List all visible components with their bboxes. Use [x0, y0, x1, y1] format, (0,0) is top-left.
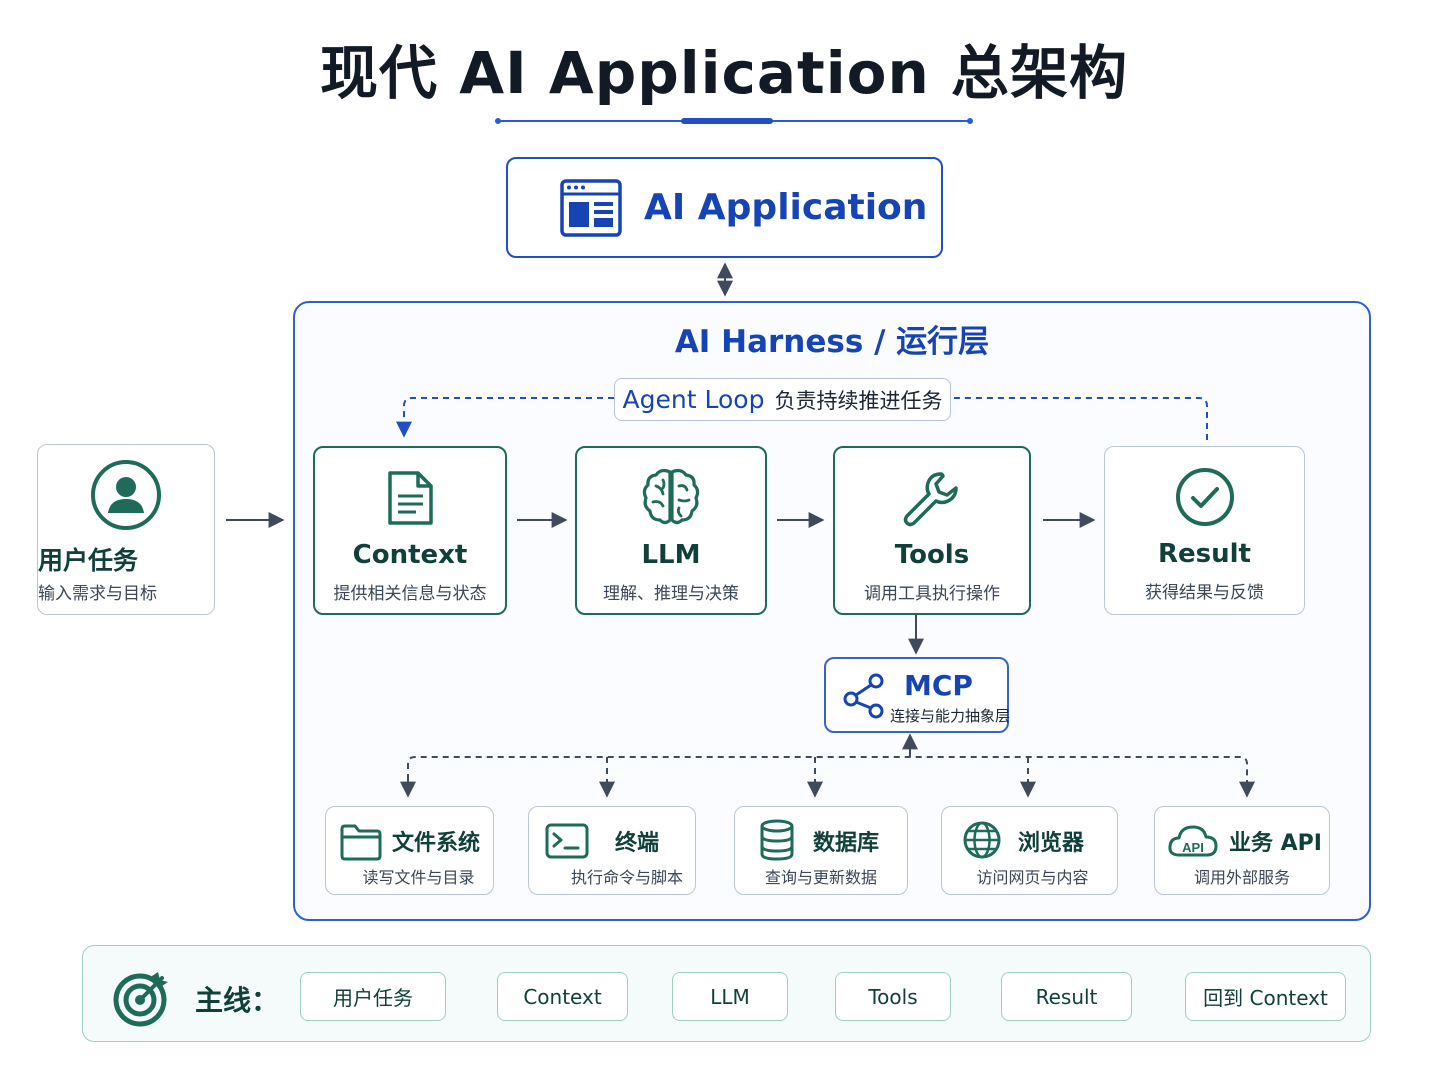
context-title: Context — [352, 540, 468, 570]
mcp-title: MCP — [904, 669, 973, 702]
ai-harness-title: AI Harness / 运行层 — [674, 324, 990, 360]
tool-terminal: 终端 执行命令与脚本 — [528, 806, 696, 895]
ai-application-box: AI Application — [506, 157, 943, 258]
mainline-step: 回到 Context — [1185, 972, 1346, 1021]
user-icon — [91, 460, 161, 530]
result-title: Result — [1158, 539, 1251, 569]
tool-terminal-subtitle: 执行命令与脚本 — [570, 868, 683, 887]
agent-loop-title: Agent Loop — [622, 385, 765, 414]
tool-database-subtitle: 查询与更新数据 — [764, 868, 877, 887]
mainline-step: Context — [497, 972, 628, 1021]
ai-application-title: AI Application — [644, 187, 928, 228]
tools-title: Tools — [894, 540, 970, 570]
llm-node: LLM 理解、推理与决策 — [575, 446, 767, 615]
llm-title: LLM — [641, 540, 701, 570]
context-subtitle: 提供相关信息与状态 — [333, 584, 487, 604]
tool-business-api-title: 业务 API — [1229, 831, 1322, 856]
tool-database: 数据库 查询与更新数据 — [734, 806, 908, 895]
mainline-step: LLM — [672, 972, 788, 1021]
agent-loop-path — [404, 397, 1208, 440]
mcp-subtitle: 连接与能力抽象层 — [890, 707, 1011, 725]
wrench-icon — [903, 472, 958, 527]
cloud-api-icon-text: API — [1182, 840, 1204, 855]
user-task-node: 用户任务 输入需求与目标 — [37, 444, 215, 615]
target-icon — [113, 972, 168, 1027]
title-underline — [495, 118, 973, 124]
tool-database-title: 数据库 — [813, 831, 880, 856]
mainline-step: 用户任务 — [300, 972, 446, 1021]
tool-filesystem-title: 文件系统 — [392, 831, 481, 856]
tool-filesystem-subtitle: 读写文件与目录 — [362, 868, 475, 887]
tool-business-api: API 业务 API 调用外部服务 — [1154, 806, 1330, 895]
mcp-tool-bus — [407, 756, 1248, 791]
mainline-step: Result — [1001, 972, 1132, 1021]
llm-subtitle: 理解、推理与决策 — [603, 584, 739, 604]
database-icon — [760, 819, 794, 861]
agent-loop-desc: 负责持续推进任务 — [774, 388, 943, 413]
tool-filesystem: 文件系统 读写文件与目录 — [325, 806, 494, 895]
page-title: 现代 AI Application 总架构 — [320, 39, 1128, 107]
tools-subtitle: 调用工具执行操作 — [864, 584, 1000, 604]
terminal-icon — [545, 823, 589, 859]
folder-icon — [340, 824, 382, 861]
tool-browser: 浏览器 访问网页与内容 — [941, 806, 1118, 895]
result-node: Result 获得结果与反馈 — [1104, 446, 1305, 615]
user-task-subtitle: 输入需求与目标 — [38, 584, 157, 604]
cloud-api-icon: API — [1168, 825, 1218, 857]
globe-icon — [963, 821, 1001, 859]
tools-node: Tools 调用工具执行操作 — [833, 446, 1031, 615]
tool-browser-title: 浏览器 — [1018, 831, 1085, 856]
share-icon — [843, 673, 884, 719]
agent-loop-label: Agent Loop 负责持续推进任务 — [614, 378, 951, 421]
brain-icon — [642, 468, 700, 525]
mainline-step: Tools — [835, 972, 951, 1021]
tool-terminal-title: 终端 — [615, 831, 660, 856]
tool-browser-subtitle: 访问网页与内容 — [976, 868, 1089, 887]
user-task-title: 用户任务 — [38, 546, 139, 575]
mainline-label: 主线： — [195, 984, 280, 1017]
tool-business-api-subtitle: 调用外部服务 — [1193, 868, 1290, 887]
check-circle-icon — [1175, 468, 1234, 526]
result-subtitle: 获得结果与反馈 — [1145, 583, 1264, 603]
document-icon — [388, 471, 433, 525]
mcp-node: MCP 连接与能力抽象层 — [824, 657, 1011, 733]
app-window-icon — [560, 178, 622, 237]
context-node: Context 提供相关信息与状态 — [313, 446, 507, 615]
